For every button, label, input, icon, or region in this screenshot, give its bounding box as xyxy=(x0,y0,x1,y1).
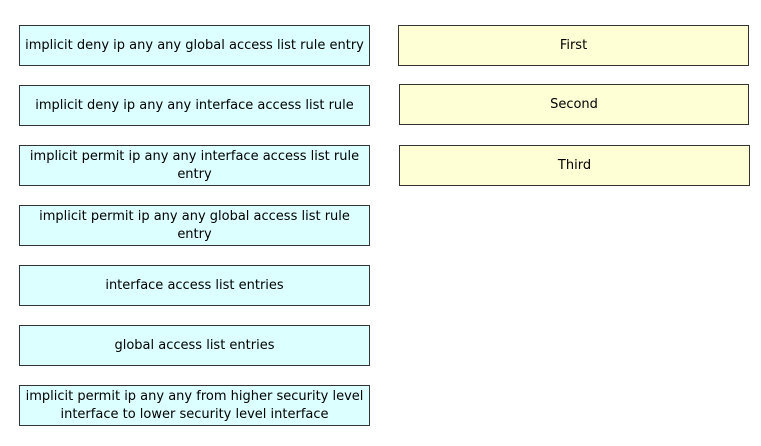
target-second[interactable]: Second xyxy=(399,84,749,125)
option-implicit-permit-higher-to-lower[interactable]: implicit permit ip any any from higher s… xyxy=(19,385,370,426)
option-implicit-deny-global[interactable]: implicit deny ip any any global access l… xyxy=(19,25,370,66)
option-implicit-deny-interface[interactable]: implicit deny ip any any interface acces… xyxy=(19,85,370,126)
option-label: implicit deny ip any any interface acces… xyxy=(35,97,354,113)
target-label: Third xyxy=(557,157,592,173)
option-global-access-list-entries[interactable]: global access list entries xyxy=(19,325,370,366)
option-label: interface access list entries xyxy=(105,277,284,293)
target-third[interactable]: Third xyxy=(399,145,750,186)
option-label: implicit permit ip any any interface acc… xyxy=(29,148,360,182)
target-label: Second xyxy=(550,96,598,112)
target-label: First xyxy=(559,37,588,53)
option-implicit-permit-interface[interactable]: implicit permit ip any any interface acc… xyxy=(19,145,370,186)
option-label: implicit permit ip any any global access… xyxy=(39,208,350,242)
option-implicit-permit-global[interactable]: implicit permit ip any any global access… xyxy=(19,205,370,246)
target-first[interactable]: First xyxy=(398,25,749,66)
option-label: implicit deny ip any any global access l… xyxy=(25,37,364,53)
option-interface-access-list-entries[interactable]: interface access list entries xyxy=(19,265,370,306)
option-label: global access list entries xyxy=(114,337,275,353)
option-label: implicit permit ip any any from higher s… xyxy=(25,388,364,422)
